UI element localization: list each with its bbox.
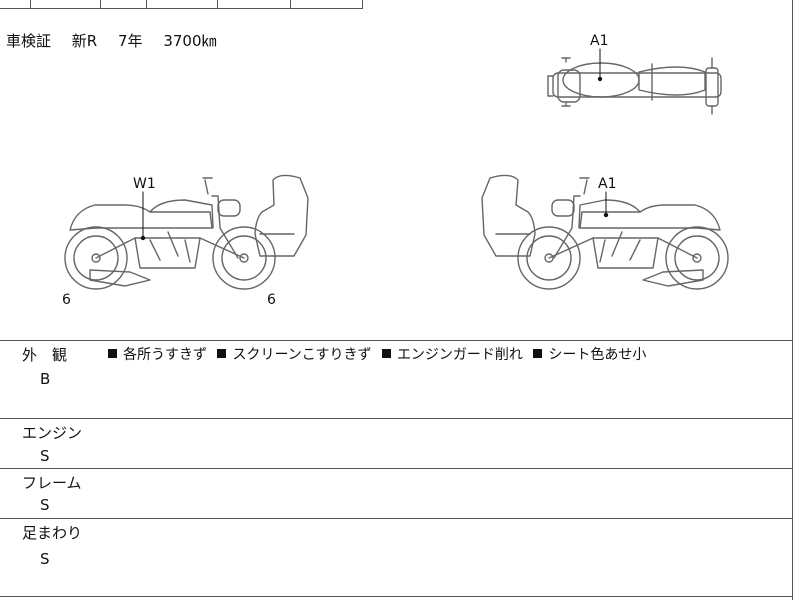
bullet-icon bbox=[217, 349, 227, 358]
section-divider bbox=[0, 418, 793, 419]
certificate-mileage: 3700㎞ bbox=[163, 32, 217, 50]
left-side-motorcycle bbox=[64, 174, 309, 290]
bullet-icon bbox=[533, 349, 543, 358]
remark-item: エンジンガード削れ bbox=[381, 347, 523, 363]
top-row-border bbox=[0, 8, 363, 9]
top-cell-divider bbox=[217, 0, 218, 8]
certificate-type: 新R bbox=[71, 32, 98, 50]
remark-item: スクリーンこすりきず bbox=[217, 347, 371, 363]
mark-top-a1: A1 bbox=[590, 33, 608, 49]
bottom-border bbox=[0, 596, 793, 597]
remark-item: 各所うすきず bbox=[108, 347, 207, 363]
frame-grade: S bbox=[40, 496, 50, 514]
top-cell-divider bbox=[146, 0, 147, 8]
appearance-grade: B bbox=[40, 370, 51, 388]
suspension-title: 足まわり bbox=[22, 524, 83, 542]
right-side-motorcycle bbox=[481, 174, 729, 290]
frame-title: フレーム bbox=[22, 474, 82, 492]
section-divider bbox=[0, 518, 793, 519]
suspension-grade: S bbox=[40, 550, 50, 568]
left-mark-dot bbox=[140, 235, 146, 241]
mark-right-a1: A1 bbox=[598, 176, 616, 192]
section-divider bbox=[0, 468, 793, 469]
certificate-info: 車検証 新R 7年 3700㎞ bbox=[6, 32, 233, 50]
section-divider bbox=[0, 340, 793, 341]
top-view-motorcycle bbox=[547, 57, 722, 115]
certificate-year: 7年 bbox=[118, 32, 143, 50]
motorcycle-damage-diagram: A1 W1 6 6 A1 bbox=[62, 33, 729, 308]
mark-left-rear: 6 bbox=[267, 292, 276, 308]
appearance-remarks: 各所うすきず スクリーンこすりきず エンジンガード削れ シート色あせ小 bbox=[108, 346, 652, 364]
remark-item: シート色あせ小 bbox=[533, 347, 646, 363]
top-cell-divider bbox=[362, 0, 363, 8]
top-mark-dot bbox=[597, 76, 603, 82]
top-cell-divider bbox=[30, 0, 31, 8]
top-cell-divider bbox=[100, 0, 101, 8]
right-mark-dot bbox=[603, 212, 609, 218]
top-cell-divider bbox=[290, 0, 291, 8]
appearance-title: 外 観 bbox=[22, 346, 68, 364]
right-border bbox=[792, 0, 793, 600]
engine-grade: S bbox=[40, 447, 50, 465]
bullet-icon bbox=[381, 349, 391, 358]
mark-left-w1: W1 bbox=[133, 176, 156, 192]
mark-left-front: 6 bbox=[62, 292, 71, 308]
engine-title: エンジン bbox=[22, 424, 83, 442]
certificate-label: 車検証 bbox=[6, 32, 52, 50]
bullet-icon bbox=[108, 349, 117, 358]
